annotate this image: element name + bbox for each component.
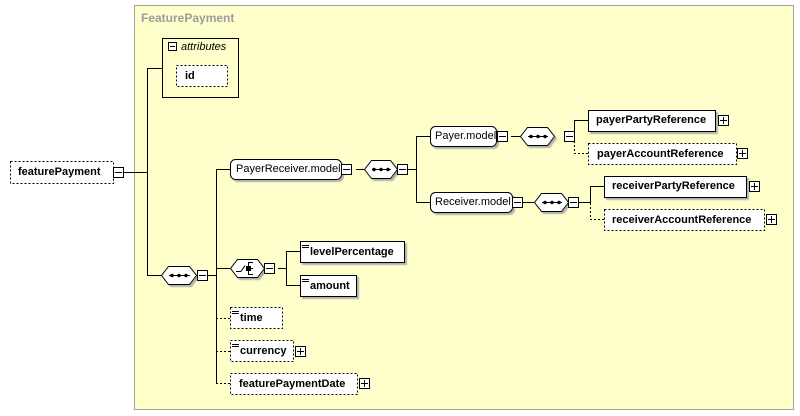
payeraccountreference-label[interactable]: payerAccountReference bbox=[597, 148, 724, 160]
attribute-id-label: id bbox=[185, 70, 195, 82]
payerreceiver-model-label[interactable]: PayerReceiver.model bbox=[236, 163, 341, 175]
payer-model-label[interactable]: Payer.model bbox=[435, 130, 497, 142]
receiver-model-label[interactable]: Receiver.model bbox=[435, 196, 511, 208]
collapse-icon[interactable] bbox=[113, 42, 579, 281]
payerpartyreference-box[interactable] bbox=[588, 110, 716, 132]
expand-icon[interactable] bbox=[295, 115, 777, 389]
time-label[interactable]: time bbox=[240, 312, 263, 324]
amount-box[interactable] bbox=[300, 275, 357, 297]
connector-lines bbox=[124, 68, 604, 384]
receiverpartyreference-label[interactable]: receiverPartyReference bbox=[612, 180, 735, 192]
levelpercentage-box[interactable] bbox=[300, 241, 405, 263]
featurepaymentdate-box[interactable] bbox=[230, 373, 358, 395]
time-box[interactable] bbox=[230, 307, 283, 329]
currency-box[interactable] bbox=[230, 340, 294, 362]
optional-connector-lines bbox=[216, 137, 604, 384]
attributes-label: attributes bbox=[181, 41, 227, 53]
root-element-label[interactable]: featurePayment bbox=[18, 166, 101, 178]
amount-label[interactable]: amount bbox=[310, 280, 350, 292]
receiveraccountreference-label[interactable]: receiverAccountReference bbox=[612, 214, 752, 226]
group-title: FeaturePayment bbox=[141, 11, 235, 25]
receiveraccountreference-box[interactable] bbox=[604, 209, 765, 231]
levelpercentage-label[interactable]: levelPercentage bbox=[310, 246, 394, 258]
featurepaymentdate-label[interactable]: featurePaymentDate bbox=[239, 378, 346, 390]
payer-model-box[interactable] bbox=[430, 126, 497, 147]
payeraccountreference-box[interactable] bbox=[588, 143, 737, 165]
currency-label[interactable]: currency bbox=[240, 345, 287, 357]
payerpartyreference-label[interactable]: payerPartyReference bbox=[596, 114, 707, 126]
attribute-id-box bbox=[176, 65, 228, 87]
receiverpartyreference-box[interactable] bbox=[604, 176, 747, 198]
documentation-icon bbox=[232, 245, 309, 347]
